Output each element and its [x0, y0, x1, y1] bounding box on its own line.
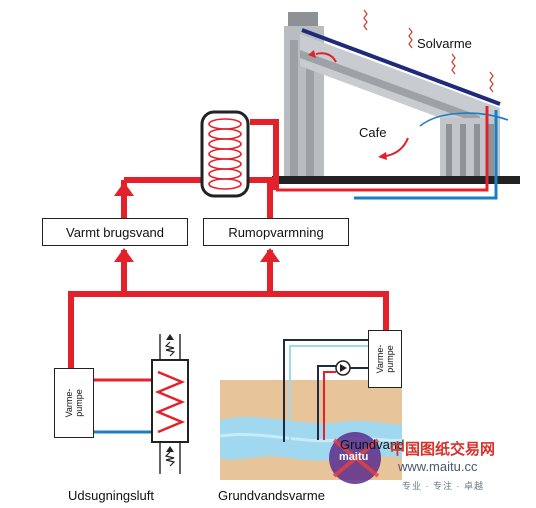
airflow-arrow-top	[315, 52, 337, 63]
cold-airflow-arc	[419, 112, 509, 127]
watermark-badge-text: maitu	[339, 451, 369, 463]
heat-pump-left-label: Varme- pumpe	[64, 388, 84, 418]
storage-tank	[200, 110, 250, 198]
solar-return-pipe	[354, 110, 498, 200]
watermark-logo	[329, 432, 381, 484]
groundwater-label: Grundvand	[340, 437, 405, 452]
space-heating-box: Rumopvarmning	[203, 218, 349, 246]
pump-icon	[335, 360, 351, 376]
watermark-site-cn: 中国图纸交易网	[390, 441, 496, 458]
cafe-label: Cafe	[359, 125, 387, 140]
exhaust-air-label: Udsugningsluft	[68, 488, 154, 503]
heat-pump-left-box: Varme- pumpe	[54, 368, 94, 438]
flow-arrows	[114, 182, 280, 262]
watermark-slogan: 专业 · 专注 · 卓越	[402, 481, 484, 491]
airflow-arrow-cafe	[385, 137, 409, 157]
watermark-url: www.maitu.cc	[398, 459, 478, 474]
groundwater-pipes	[283, 339, 368, 442]
space-heating-label: Rumopvarmning	[228, 224, 324, 240]
solar-label: Solvarme	[417, 36, 472, 51]
hot-water-label: Varmt brugsvand	[65, 224, 165, 240]
exhaust-air-unit	[94, 334, 189, 474]
groundwater-heat-label: Grundvandsvarme	[218, 488, 325, 503]
solar-flow-pipe	[276, 106, 489, 192]
solar-heat-waves	[363, 9, 494, 93]
hot-water-box: Varmt brugsvand	[42, 218, 188, 246]
heat-pump-right-box: Varme- pumpe	[368, 330, 402, 388]
solar-panel	[301, 28, 501, 106]
heat-pump-right-label: Varme- pumpe	[375, 344, 395, 374]
